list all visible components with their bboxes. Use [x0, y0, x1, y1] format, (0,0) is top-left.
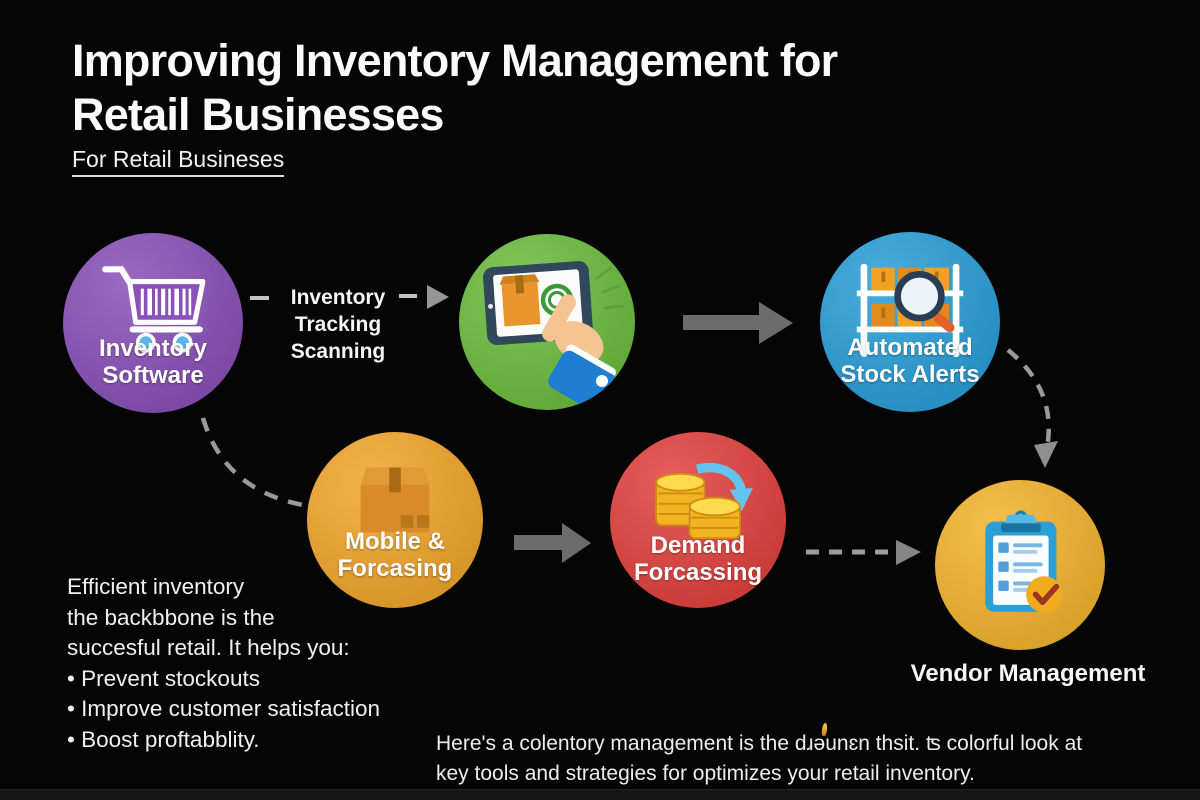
node-automated-stock-alerts: Automated Stock Alerts: [820, 232, 1000, 412]
node-label-demand-forcassing: Demand Forcassing: [633, 532, 763, 586]
node-tablet-scanning: [459, 234, 635, 410]
node-label-mobile-forcasing: Mobile & Forcasing: [337, 528, 453, 582]
node-demand-forcassing: Demand Forcassing: [610, 432, 786, 608]
package-box-icon: [360, 467, 430, 533]
arrowhead-mobile-to-demand: [562, 523, 591, 563]
arrow-scanning-to-alerts: [683, 315, 759, 330]
dashed-curve-software-to-mobile: [200, 417, 304, 508]
footer-caption: Here's a colentory management is the dɹə…: [436, 722, 1083, 788]
arrowhead-to-scanning: [427, 285, 449, 309]
shelf-search-icon: [856, 263, 964, 357]
benefit-bullet: • Improve customer satisfaction: [67, 696, 380, 721]
arrowhead-alerts-to-vendor: [1034, 441, 1058, 468]
arrowhead-scanning-to-alerts: [759, 302, 793, 344]
vendor-management-label: Vendor Management: [910, 660, 1146, 687]
clipboard-check-icon: [985, 510, 1063, 613]
footer-line1: Here's a colentory management is the dɹə…: [436, 732, 1083, 755]
node-mobile-forcasing: Mobile & Forcasing: [307, 432, 483, 608]
benefit-bullet: • Boost proftabblity.: [67, 726, 260, 752]
bottom-bar: [0, 789, 1200, 800]
benefits-line1: Efficient inventory: [67, 574, 245, 599]
page-title-line1: Improving Inventory Management for: [72, 35, 838, 86]
benefits-line3: succesful retail. It helps you:: [67, 635, 350, 660]
benefit-bullet: • Prevent stockouts: [67, 665, 260, 691]
footer-line2: key tools and strategies for optimizes y…: [436, 761, 975, 785]
benefits-text: Efficient inventory the backbbone is the…: [67, 572, 380, 755]
page-title: Improving Inventory Management for Retai…: [72, 34, 838, 141]
tablet-touch-icon: [483, 261, 624, 410]
node-label-automated-stock-alerts: Automated Stock Alerts: [840, 334, 980, 388]
coins-icon: [655, 463, 753, 540]
arrowhead-demand-to-vendor: [896, 540, 921, 565]
node-vendor-management: [935, 480, 1105, 650]
arrow-mobile-to-demand: [514, 535, 562, 550]
shopping-cart-icon: [102, 266, 206, 353]
benefits-line2: the backbbone is the: [67, 604, 275, 630]
edge-label-inventory-tracking-scanning: Inventory Tracking Scanning: [290, 286, 386, 363]
node-label-inventory-software: Inventory Software: [98, 335, 208, 389]
page-subtitle: For Retail Busineses: [72, 146, 285, 177]
dashed-curve-alerts-to-vendor: [1006, 348, 1052, 449]
node-inventory-software: Inventory Software: [63, 233, 243, 413]
page-title-line2: Retail Businesses: [72, 88, 444, 140]
